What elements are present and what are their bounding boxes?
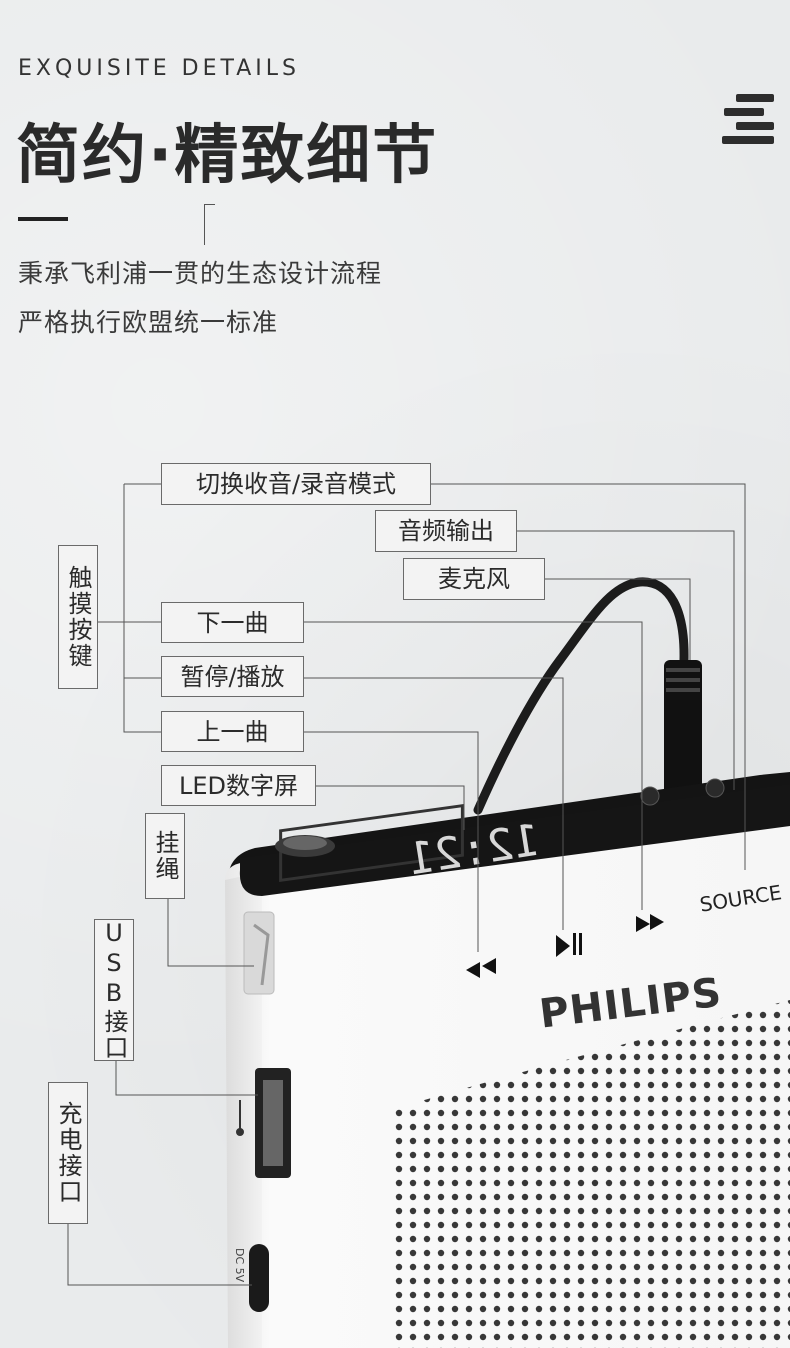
lanyard-slot <box>243 911 275 995</box>
label-charge-port: 充电接口 <box>48 1082 88 1224</box>
label-lanyard: 挂绳 <box>145 813 185 899</box>
page-title: 简约·精致细节 <box>16 119 439 193</box>
label-led-display: LED数字屏 <box>161 765 316 806</box>
description-line-2: 严格执行欧盟统一标准 <box>18 308 279 337</box>
audio-plug <box>664 660 702 800</box>
fast-forward-icon <box>636 914 664 932</box>
menu-icon[interactable] <box>722 94 776 144</box>
leader-lines <box>67 483 746 1286</box>
dc-port <box>249 1244 269 1312</box>
usb-icon <box>236 1100 244 1136</box>
rewind-icon <box>466 958 496 978</box>
accent-line <box>18 217 68 221</box>
description-line-1: 秉承飞利浦一贯的生态设计流程 <box>18 259 383 288</box>
led-display <box>279 804 464 882</box>
label-play-pause: 暂停/播放 <box>161 656 304 697</box>
label-mode-switch: 切换收音/录音模式 <box>161 463 431 505</box>
speaker-grille <box>390 1000 790 1348</box>
label-usb-port: USB接口 <box>94 919 134 1061</box>
label-microphone: 麦克风 <box>403 558 545 600</box>
label-prev-track: 上一曲 <box>161 711 304 752</box>
microphone-cable <box>473 577 689 815</box>
label-next-track: 下一曲 <box>161 602 304 643</box>
subtitle-en: EXQUISITE DETAILS <box>18 56 300 81</box>
label-touch-keys: 触摸按键 <box>58 545 98 689</box>
play-pause-icon <box>556 933 582 957</box>
accent-bracket <box>204 204 215 245</box>
dc-label: DC 5V <box>233 1248 246 1283</box>
label-audio-out: 音频输出 <box>375 510 517 552</box>
